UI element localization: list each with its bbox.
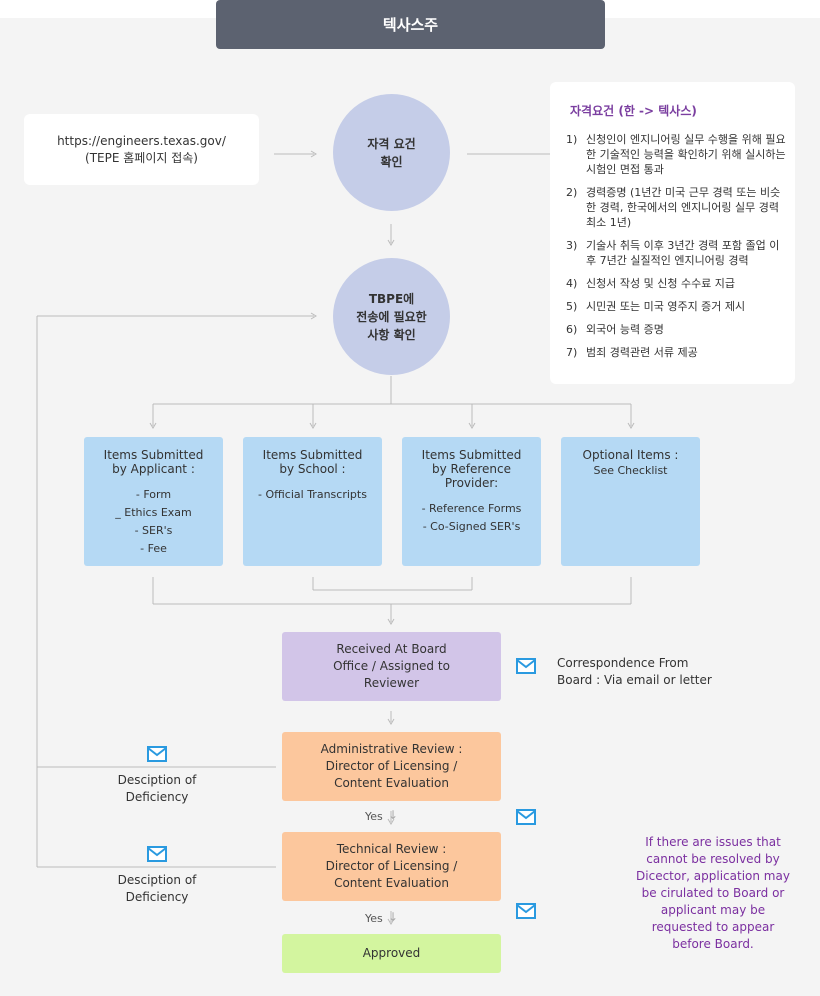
box-item: - Official Transcripts — [258, 488, 367, 501]
box-item: - SER's — [134, 524, 173, 537]
step-text: Content Evaluation — [334, 776, 449, 790]
circle2-line1: TBPE에 — [368, 291, 415, 306]
box-title-line: Optional Items : — [582, 448, 679, 462]
mail-icon — [516, 658, 536, 674]
down-arrow-icon: ↓ — [388, 808, 399, 822]
step-text: Office / Assigned to — [333, 659, 450, 673]
step-received-at-board: Received At Board Office / Assigned to R… — [282, 632, 501, 701]
requirement-item: 4) 신청서 작성 및 신청 수수료 지급 — [566, 276, 788, 291]
box-title-line: Provider: — [444, 476, 499, 490]
requirement-number: 5) — [566, 300, 578, 313]
requirement-number: 2) — [566, 186, 578, 199]
requirements-title: 자격요건 (한 -> 텍사스) — [570, 104, 697, 118]
box-item: - Reference Forms — [421, 502, 522, 515]
step-technical-review: Technical Review : Director of Licensing… — [282, 832, 501, 901]
box-title-line: Items Submitted — [421, 448, 522, 462]
step-check-tbpe-items: TBPE에 전송에 필요한 사항 확인 — [333, 258, 450, 375]
box-title-line: Items Submitted — [262, 448, 363, 462]
step-text: Content Evaluation — [334, 876, 449, 890]
yes-label: Yes — [365, 810, 383, 823]
requirement-item: 7) 범죄 경력관련 서류 제공 — [566, 345, 788, 360]
requirement-item: 2) 경력증명 (1년간 미국 근무 경력 또는 비슷한 경력, 한국에서의 엔지… — [566, 185, 788, 230]
requirement-text: 시민권 또는 미국 영주지 증거 제시 — [586, 300, 746, 313]
mail-icon — [147, 746, 167, 762]
step-text: Received At Board — [336, 642, 447, 656]
box-reference-items: Items Submitted by Reference Provider: -… — [402, 437, 541, 566]
box-optional-items: Optional Items : See Checklist — [561, 437, 700, 566]
box-item: See Checklist — [593, 464, 668, 477]
deficiency-label: Desciption of Deficiency — [87, 872, 227, 906]
mail-icon — [516, 809, 536, 825]
page-title: 텍사스주 — [216, 0, 605, 49]
correspondence-line: Correspondence From — [557, 656, 689, 670]
down-arrow-icon: ↓ — [388, 910, 399, 924]
requirement-text: 외국어 능력 증명 — [586, 323, 664, 336]
requirement-item: 6) 외국어 능력 증명 — [566, 322, 788, 337]
box-title-line: Items Submitted — [103, 448, 204, 462]
correspondence-line: Board : Via email or letter — [557, 673, 712, 687]
box-school-items: Items Submitted by School : - Official T… — [243, 437, 382, 566]
step-text: Technical Review : — [336, 842, 447, 856]
deficiency-label: Desciption of Deficiency — [87, 772, 227, 806]
step-approved: Approved — [282, 934, 501, 973]
yes-label: Yes — [365, 912, 383, 925]
deficiency-line: Deficiency — [125, 790, 189, 804]
step-text: Director of Licensing / — [325, 859, 458, 873]
correspondence-note: Correspondence From Board : Via email or… — [557, 655, 712, 689]
requirement-text: 신청서 작성 및 신청 수수료 지급 — [586, 277, 736, 290]
requirement-number: 1) — [566, 133, 578, 146]
requirement-number: 3) — [566, 239, 578, 252]
box-item: - Form — [135, 488, 172, 501]
requirement-text: 범죄 경력관련 서류 제공 — [586, 346, 698, 359]
deficiency-line: Deficiency — [125, 890, 189, 904]
board-escalation-note: If there are issues that cannot be resol… — [636, 835, 790, 951]
website-url[interactable]: https://engineers.texas.gov/ — [57, 133, 226, 148]
circle1-line1: 자격 요건 — [367, 136, 416, 151]
requirement-item: 3) 기술사 취득 이후 3년간 경력 포함 졸업 이후 7년간 실질적인 엔지니… — [566, 238, 788, 268]
step-text: Approved — [362, 946, 421, 960]
page-title-text: 텍사스주 — [382, 16, 439, 34]
box-applicant-items: Items Submitted by Applicant : - Form _ … — [84, 437, 223, 566]
box-title: Items Submitted by Reference Provider: — [422, 448, 522, 490]
requirement-item: 5) 시민권 또는 미국 영주지 증거 제시 — [566, 299, 788, 314]
step-administrative-review: Administrative Review : Director of Lice… — [282, 732, 501, 801]
step-text: Director of Licensing / — [325, 759, 458, 773]
box-item: - Co-Signed SER's — [422, 520, 521, 533]
box-item: - Fee — [140, 542, 167, 555]
box-title: Items Submitted by Applicant : — [104, 448, 204, 476]
circle1-line2: 확인 — [380, 154, 403, 169]
circle2-line2: 전송에 필요한 — [356, 309, 427, 324]
circle2-line3: 사항 확인 — [367, 327, 416, 342]
box-title: Optional Items : — [583, 448, 679, 462]
box-title-line: by School : — [279, 462, 346, 476]
mail-icon — [147, 846, 167, 862]
deficiency-line: Desciption of — [117, 773, 197, 787]
requirement-number: 7) — [566, 346, 578, 359]
requirements-list: 1) 신청인이 엔지니어링 실무 수행을 위해 필요한 기술적인 능력을 확인하기… — [566, 132, 788, 368]
mail-icon — [516, 903, 536, 919]
website-link-box[interactable]: https://engineers.texas.gov/ (TEPE 홈페이지 … — [24, 114, 259, 185]
box-title: Items Submitted by School : — [263, 448, 363, 476]
box-title-line: by Reference — [432, 462, 511, 476]
step-check-requirements: 자격 요건 확인 — [333, 94, 450, 211]
step-text: Reviewer — [363, 676, 420, 690]
website-caption: (TEPE 홈페이지 접속) — [85, 150, 198, 165]
requirement-text: 경력증명 (1년간 미국 근무 경력 또는 비슷한 경력, 한국에서의 엔지니어… — [586, 186, 781, 229]
requirement-text: 기술사 취득 이후 3년간 경력 포함 졸업 이후 7년간 실질적인 엔지니어링… — [586, 239, 780, 267]
requirement-number: 6) — [566, 323, 578, 336]
step-text: Administrative Review : — [320, 742, 463, 756]
deficiency-line: Desciption of — [117, 873, 197, 887]
requirements-panel: 자격요건 (한 -> 텍사스) 1) 신청인이 엔지니어링 실무 수행을 위해 필… — [550, 82, 795, 384]
requirement-text: 신청인이 엔지니어링 실무 수행을 위해 필요한 기술적인 능력을 확인하기 위… — [586, 133, 786, 176]
box-item: _ Ethics Exam — [115, 506, 192, 519]
requirement-number: 4) — [566, 277, 578, 290]
requirement-item: 1) 신청인이 엔지니어링 실무 수행을 위해 필요한 기술적인 능력을 확인하기… — [566, 132, 788, 177]
box-title-line: by Applicant : — [112, 462, 195, 476]
